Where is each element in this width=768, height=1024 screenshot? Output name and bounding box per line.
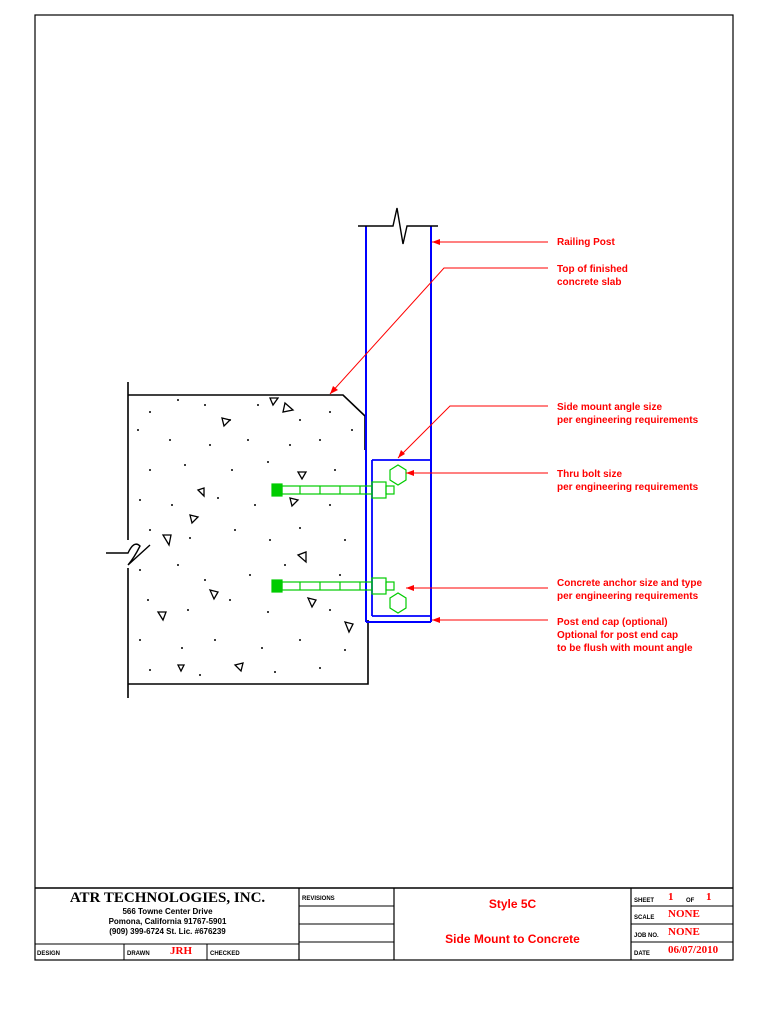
drawn-value: JRH	[170, 945, 192, 957]
callout-post-end-cap: Post end cap (optional) Optional for pos…	[557, 616, 693, 655]
scale-label: SCALE	[634, 915, 655, 921]
company-name: ATR TECHNOLOGIES, INC.	[69, 890, 266, 906]
checked-label: CHECKED	[210, 951, 240, 957]
date-label: DATE	[634, 951, 650, 957]
style-title: Style 5C	[488, 897, 537, 911]
company-address-3: (909) 399-6724 St. Lic. #676239	[109, 927, 226, 936]
callout-anchor-line-1: Concrete anchor size and type	[557, 578, 703, 589]
callout-slab-top: Top of finished concrete slab	[557, 263, 628, 289]
of-value: 1	[706, 891, 712, 903]
concrete-slab	[106, 382, 369, 698]
design-label: DESIGN	[37, 951, 61, 957]
company-address-2: Pomona, California 91767-5901	[108, 917, 227, 926]
callout-angle-line-1: Side mount angle size	[557, 402, 663, 413]
callout-cap-line-2: Optional for post end cap	[557, 630, 679, 641]
job-value: NONE	[668, 926, 700, 938]
sheet-border	[34, 14, 734, 961]
leader-angle	[397, 405, 548, 459]
callout-slab-top-line-2: concrete slab	[557, 277, 622, 288]
callout-bolt-line-1: Thru bolt size	[557, 469, 622, 480]
date-value: 06/07/2010	[668, 944, 719, 956]
callout-side-mount-angle: Side mount angle size per engineering re…	[557, 401, 698, 427]
concrete-anchor	[271, 577, 407, 614]
leader-lines	[329, 241, 548, 621]
post-break-line	[358, 207, 438, 245]
callout-slab-top-line-1: Top of finished	[557, 264, 628, 275]
callout-concrete-anchor: Concrete anchor size and type per engine…	[557, 577, 702, 603]
callout-railing-post: Railing Post	[557, 236, 615, 249]
callout-angle-line-2: per engineering requirements	[557, 415, 699, 426]
thru-bolt	[271, 464, 407, 499]
concrete-aggregate-dots	[137, 399, 353, 676]
leader-slab-top	[329, 267, 548, 395]
revisions-label: REVISIONS	[302, 896, 335, 902]
slab-outline	[127, 382, 369, 698]
callout-anchor-line-2: per engineering requirements	[557, 591, 699, 602]
drawn-label: DRAWN	[127, 951, 150, 957]
concrete-aggregate-triangles	[156, 397, 354, 673]
callout-thru-bolt: Thru bolt size per engineering requireme…	[557, 468, 698, 494]
callout-cap-line-3: to be flush with mount angle	[557, 643, 693, 654]
of-label: OF	[686, 898, 695, 904]
drawing-description: Side Mount to Concrete	[445, 932, 580, 946]
callout-cap-line-1: Post end cap (optional)	[557, 617, 668, 628]
callout-bolt-line-2: per engineering requirements	[557, 482, 699, 493]
scale-value: NONE	[668, 908, 700, 920]
callout-railing-post-line-1: Railing Post	[557, 237, 615, 248]
slab-break-line	[106, 543, 151, 566]
sheet-label: SHEET	[634, 898, 655, 904]
job-label: JOB NO.	[634, 933, 659, 939]
leader-arrowheads	[330, 239, 440, 623]
railing-post	[365, 226, 432, 623]
company-address-1: 566 Towne Center Drive	[122, 907, 213, 916]
title-block-grid	[35, 887, 733, 960]
sheet-value: 1	[668, 891, 674, 903]
